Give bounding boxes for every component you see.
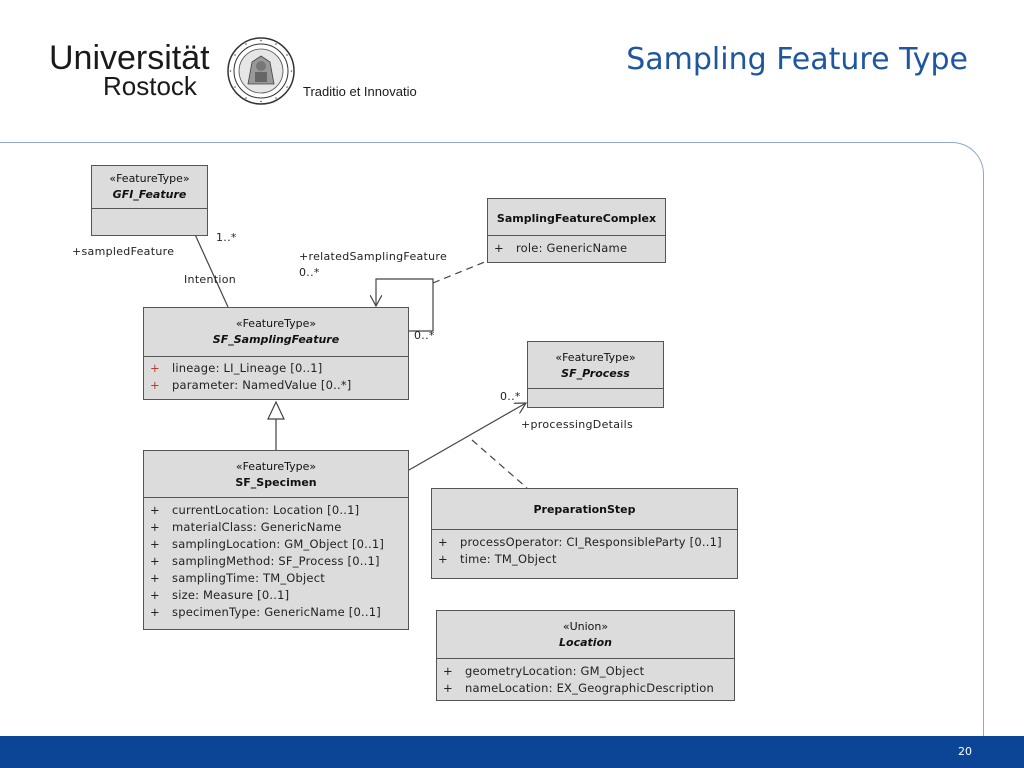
class-name: SF_Process: [561, 367, 630, 380]
label-mult-process: 0..*: [500, 390, 521, 403]
tagline: Traditio et Innovatio: [303, 84, 417, 99]
stereotype: «FeatureType»: [235, 317, 317, 330]
class-sf-sampling-feature: «FeatureType» SF_SamplingFeature + linea…: [143, 307, 409, 400]
attribute-row: +size: Measure [0..1]: [150, 588, 290, 602]
assoc-related-sampling-feature: [376, 278, 434, 332]
class-name: SF_SamplingFeature: [212, 333, 340, 346]
attribute-row: +materialClass: GenericName: [150, 520, 342, 534]
slide-title: Sampling Feature Type: [626, 42, 968, 77]
logo-universitaet: Universität: [49, 39, 210, 77]
class-name: SF_Specimen: [235, 476, 317, 489]
class-sf-process: «FeatureType» SF_Process: [527, 341, 664, 408]
dep-sampling-complex: [432, 258, 493, 284]
attribute-row: +currentLocation: Location [0..1]: [150, 503, 360, 517]
class-name: GFI_Feature: [112, 188, 187, 201]
footer-bar: 20: [0, 736, 1024, 768]
attribute-row: +nameLocation: EX_GeographicDescription: [443, 681, 714, 695]
attribute-row: +samplingLocation: GM_Object [0..1]: [150, 537, 385, 551]
attribute-compartment: [92, 208, 207, 224]
attribute-row: +processOperator: CI_ResponsibleParty [0…: [438, 535, 722, 549]
stereotype: «FeatureType»: [109, 172, 190, 185]
attribute-row: +time: TM_Object: [438, 552, 557, 566]
label-related-sampling-feature: +relatedSamplingFeature: [299, 250, 448, 263]
attribute-row: +samplingTime: TM_Object: [150, 571, 325, 585]
attribute-row: + role: GenericName: [494, 241, 628, 255]
logo-rostock: Rostock: [103, 71, 197, 101]
page-number: 20: [958, 745, 972, 758]
label-processing-details: +processingDetails: [521, 418, 634, 431]
class-name: SamplingFeatureComplex: [496, 212, 657, 225]
class-name: PreparationStep: [533, 503, 636, 516]
class-sf-specimen: «FeatureType» SF_Specimen +currentLocati…: [143, 450, 409, 630]
attribute-row: + lineage: LI_Lineage [0..1]: [150, 361, 323, 375]
label-mult-gfi: 1..*: [216, 231, 237, 244]
label-mult-self: 0..*: [414, 329, 435, 342]
class-sampling-feature-complex: SamplingFeatureComplex + role: GenericNa…: [487, 198, 666, 263]
content-frame: [0, 142, 984, 752]
stereotype: «Union»: [562, 620, 609, 633]
attribute-row: + parameter: NamedValue [0..*]: [150, 378, 352, 392]
stereotype: «FeatureType»: [235, 460, 317, 473]
university-seal-icon: [227, 37, 295, 105]
label-sampled-feature: +sampledFeature: [72, 245, 175, 258]
generalization-triangle: [267, 400, 285, 420]
class-location: «Union» Location +geometryLocation: GM_O…: [436, 610, 735, 701]
stereotype: «FeatureType»: [555, 351, 636, 364]
dep-preparation-step: [471, 439, 528, 489]
class-preparation-step: PreparationStep +processOperator: CI_Res…: [431, 488, 738, 579]
label-intention: Intention: [184, 273, 237, 286]
attribute-row: +samplingMethod: SF_Process [0..1]: [150, 554, 380, 568]
label-mult-related: 0..*: [299, 266, 320, 279]
attribute-compartment: [528, 388, 663, 404]
assoc-processing-details: [408, 403, 526, 471]
class-name: Location: [559, 636, 612, 649]
class-gfi-feature: «FeatureType» GFI_Feature: [91, 165, 208, 236]
attribute-row: +specimenType: GenericName [0..1]: [150, 605, 381, 619]
attribute-row: +geometryLocation: GM_Object: [443, 664, 645, 678]
